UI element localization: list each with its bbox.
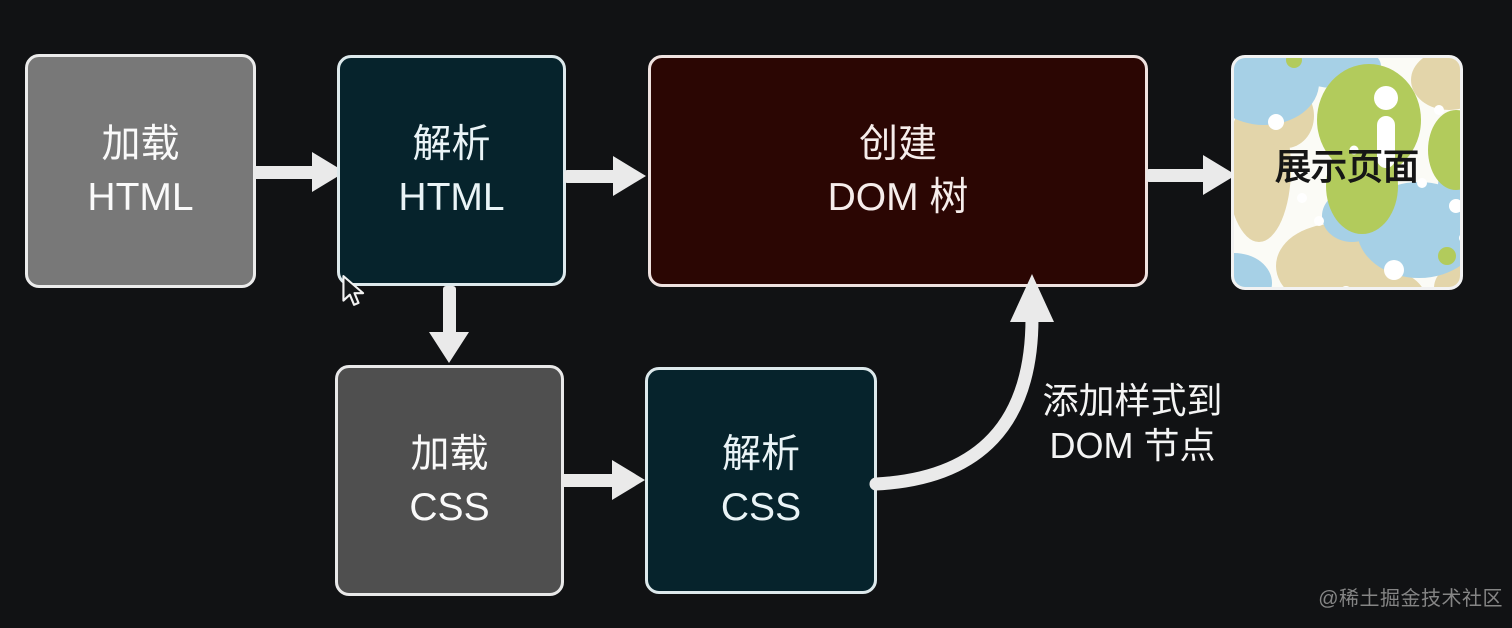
mouse-cursor [342,275,365,306]
page-preview-pattern [1234,58,1460,287]
arrow-load-css-to-parse-css-head [612,460,645,500]
node-create-dom-line1: 创建 [858,123,937,166]
arrow-create-dom-to-display-page [1146,169,1206,182]
node-parse-html-line2: HTML [398,175,505,219]
node-display-page-label: 展示页面 [1274,145,1419,187]
arrow-parse-html-to-load-css [443,286,456,336]
node-create-dom-line2: DOM 树 [827,176,969,219]
node-load-html-line2: HTML [87,176,194,219]
node-parse-html-line1: 解析 [412,122,491,166]
node-load-css-line1: 加载 [410,432,489,476]
node-parse-css: 解析 CSS [645,367,877,594]
node-load-css-line2: CSS [409,485,490,529]
node-parse-css-line1: 解析 [721,432,800,476]
node-load-css: 加载 CSS [335,365,564,596]
node-parse-css-line2: CSS [720,485,802,529]
arrow-load-css-to-parse-css [561,474,615,487]
annotation-line1: 添加样式到 [1042,380,1223,421]
arrow-load-html-to-parse-html [253,166,315,179]
node-display-page: 展示页面 [1231,55,1463,290]
arrow-parse-html-to-create-dom-head [613,156,646,196]
annotation-add-styles: 添加样式到 DOM 节点 [1030,378,1235,468]
node-load-html: 加载 HTML [25,54,256,288]
node-create-dom-tree: 创建 DOM 树 [648,55,1148,287]
arrow-parse-css-to-create-dom [869,274,1054,491]
watermark: @稀土掘金技术社区 [1318,588,1503,610]
arrow-parse-html-to-create-dom [564,170,616,183]
node-parse-html: 解析 HTML [337,55,566,286]
arrow-create-dom-to-display-page-head [1203,155,1236,195]
node-load-html-line1: 加载 [101,123,180,166]
annotation-line2: DOM 节点 [1049,425,1216,466]
info-icon [1374,86,1398,110]
arrow-parse-html-to-load-css-head [429,332,469,363]
